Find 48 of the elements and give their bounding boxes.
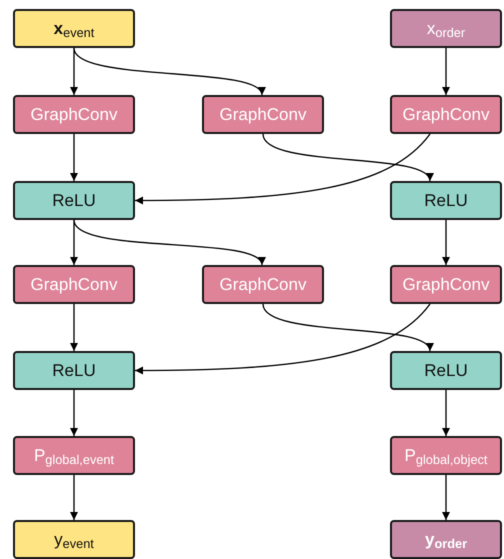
output-box bbox=[390, 520, 502, 559]
node-label: GraphConv bbox=[402, 104, 490, 126]
layer-box bbox=[390, 265, 502, 304]
node-label: y$_{event}$ bbox=[54, 528, 94, 550]
node-label: GraphConv bbox=[30, 104, 118, 126]
layer-box bbox=[390, 95, 502, 134]
node-label: GraphConv bbox=[30, 274, 118, 296]
node-label: y$_{order}$ bbox=[424, 528, 468, 550]
node-label: ReLU bbox=[424, 360, 468, 382]
layer-box bbox=[202, 95, 324, 134]
node-label: ReLU bbox=[52, 360, 96, 382]
activation-box bbox=[390, 351, 502, 390]
node-label: GraphConv bbox=[220, 274, 306, 296]
arrow bbox=[73, 48, 263, 96]
arrow bbox=[262, 304, 431, 352]
node-label: P$_{global,object}$ bbox=[404, 444, 488, 466]
output-box bbox=[13, 520, 135, 559]
arrow bbox=[70, 134, 78, 181]
node-label: P$_{global,event}$ bbox=[34, 444, 114, 466]
arrow bbox=[442, 475, 450, 520]
pooling-box bbox=[390, 436, 502, 475]
layer-box bbox=[13, 265, 135, 304]
arrow bbox=[73, 220, 263, 266]
node-label: GraphConv bbox=[402, 274, 490, 296]
input-box bbox=[390, 9, 502, 48]
node-label: x$_{event}$ bbox=[54, 18, 94, 40]
arrow bbox=[70, 475, 78, 520]
activation-box bbox=[13, 351, 135, 390]
arrow bbox=[70, 48, 78, 95]
arrow bbox=[70, 220, 78, 265]
node-label: ReLU bbox=[424, 190, 468, 212]
arrow bbox=[442, 220, 450, 265]
layer-box bbox=[202, 265, 324, 304]
arrow bbox=[442, 48, 450, 95]
pooling-box bbox=[13, 436, 135, 475]
arrow bbox=[135, 304, 430, 374]
arrow bbox=[135, 134, 430, 204]
activation-box bbox=[390, 181, 502, 220]
arrow bbox=[262, 134, 431, 182]
arrow bbox=[70, 390, 78, 436]
activation-box bbox=[13, 181, 135, 220]
node-label: ReLU bbox=[52, 190, 96, 212]
arrow bbox=[70, 304, 78, 351]
input-box bbox=[13, 9, 135, 48]
arrow bbox=[442, 390, 450, 436]
node-label: x$_{order}$ bbox=[426, 18, 466, 40]
layer-box bbox=[13, 95, 135, 134]
node-label: GraphConv bbox=[220, 104, 306, 126]
